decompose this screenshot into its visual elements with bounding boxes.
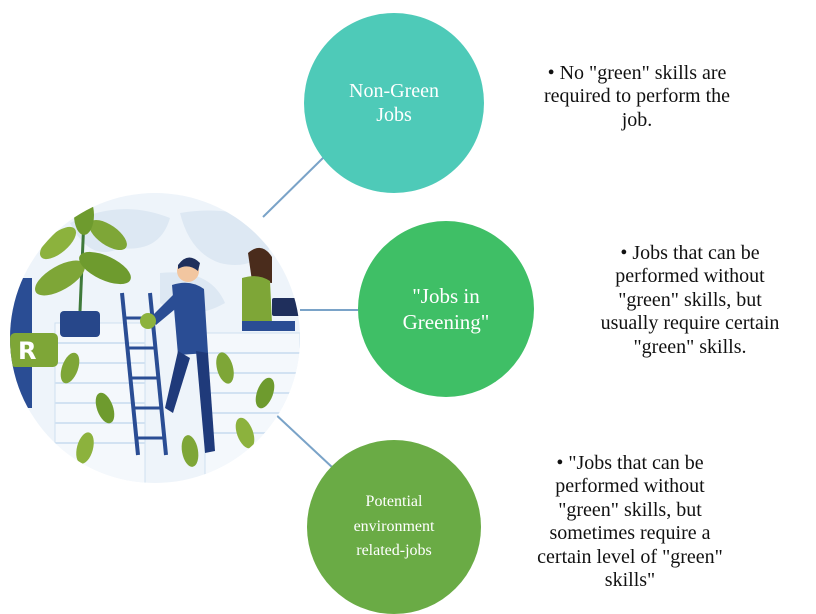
connector-line-1 (262, 155, 326, 218)
description-jobs-in-greening: • Jobs that can be performed without "gr… (600, 242, 780, 358)
svg-text:R: R (18, 337, 36, 365)
description-potential-environment-related-jobs: • "Jobs that can be performed without "g… (537, 452, 723, 591)
node-non-green-jobs: Non-Green Jobs (304, 13, 484, 193)
connector-line-3 (272, 411, 334, 469)
description-non-green-jobs: • No "green" skills are required to perf… (543, 62, 731, 131)
node-potential-environment-related-jobs: Potential environment related-jobs (307, 440, 481, 614)
node-jobs-in-greening: "Jobs in Greening" (358, 221, 534, 397)
node-label: Non-Green Jobs (349, 80, 439, 126)
node-label: Potential environment related-jobs (353, 492, 435, 560)
node-label: "Jobs in Greening" (402, 283, 490, 334)
hub-illustration: R (10, 193, 300, 483)
